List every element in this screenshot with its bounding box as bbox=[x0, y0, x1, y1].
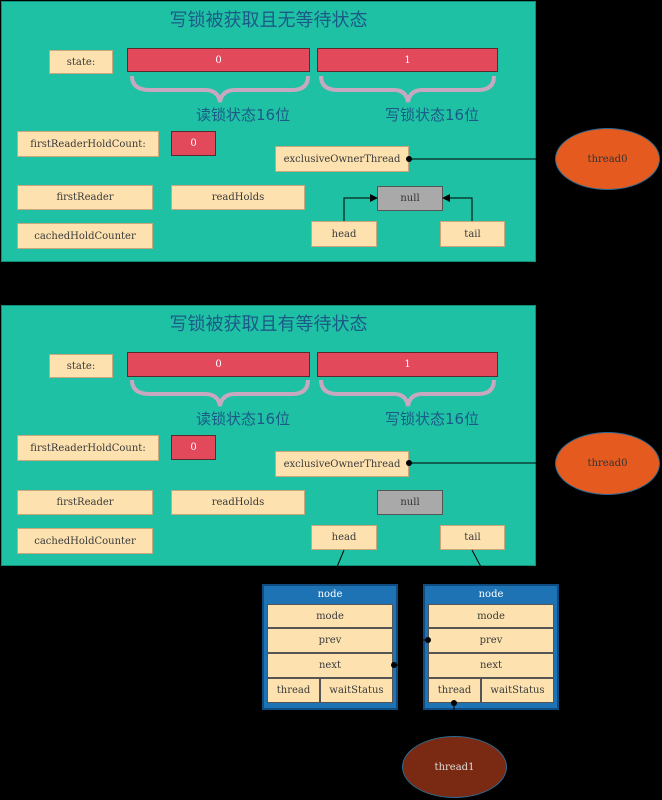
node-title: node bbox=[478, 589, 504, 600]
state-write-bits: 1 bbox=[317, 352, 498, 377]
state-label: state: bbox=[49, 50, 113, 74]
tail-pointer: tail bbox=[440, 221, 505, 247]
cached-hold-counter-field: cachedHoldCounter bbox=[17, 528, 153, 554]
first-reader-hold-count-label: firstReaderHoldCount: bbox=[17, 435, 159, 461]
head-to-node-link bbox=[329, 549, 345, 585]
node-wait-status: waitStatus bbox=[320, 678, 393, 703]
head-pointer: head bbox=[311, 525, 377, 550]
node-thread: thread bbox=[267, 678, 320, 703]
first-reader-hold-count-label: firstReaderHoldCount: bbox=[17, 131, 159, 157]
head-to-null-arrow bbox=[343, 194, 378, 221]
state-write-bits: 1 bbox=[317, 48, 498, 72]
state-read-bits: 0 bbox=[127, 48, 310, 72]
head-pointer: head bbox=[311, 221, 377, 247]
node-wait-status: waitStatus bbox=[481, 678, 554, 703]
write-bits-brace-label: 写锁状态16位 bbox=[385, 106, 480, 124]
write-bits-brace-label: 写锁状态16位 bbox=[385, 410, 480, 428]
read-holds-field: readHolds bbox=[171, 490, 305, 515]
read-holds-field: readHolds bbox=[171, 185, 305, 210]
first-reader-hold-count-value: 0 bbox=[171, 131, 216, 156]
exclusive-owner-thread-field: exclusiveOwnerThread bbox=[275, 451, 409, 477]
panel2-title: 写锁被获取且有等待状态 bbox=[169, 314, 368, 335]
thread0-owner: thread0 bbox=[555, 432, 660, 495]
panel1-title: 写锁被获取且无等待状态 bbox=[169, 10, 368, 31]
null-node: null bbox=[377, 186, 443, 211]
read-bits-brace bbox=[130, 379, 310, 407]
write-bits-brace bbox=[319, 75, 496, 103]
thread1-waiting: thread1 bbox=[402, 736, 507, 798]
first-reader-field: firstReader bbox=[17, 490, 153, 515]
first-reader-hold-count-value: 0 bbox=[171, 435, 216, 460]
first-reader-field: firstReader bbox=[17, 185, 153, 210]
node-prev: prev bbox=[428, 628, 554, 653]
state-label: state: bbox=[49, 354, 113, 378]
node-title: node bbox=[317, 589, 343, 600]
exclusive-owner-thread-field: exclusiveOwnerThread bbox=[275, 146, 409, 172]
node-next: next bbox=[428, 653, 554, 678]
thread0-owner: thread0 bbox=[555, 128, 660, 190]
node-mode: mode bbox=[428, 604, 554, 628]
null-node: null bbox=[377, 490, 443, 515]
node-prev: prev bbox=[267, 628, 393, 653]
tail-to-node-link bbox=[471, 549, 491, 585]
node-mode: mode bbox=[267, 604, 393, 628]
cached-hold-counter-field: cachedHoldCounter bbox=[17, 223, 153, 249]
node-next: next bbox=[267, 653, 393, 678]
tail-pointer: tail bbox=[440, 525, 505, 550]
read-bits-brace bbox=[130, 75, 310, 103]
state-read-bits: 0 bbox=[127, 352, 310, 377]
read-bits-brace-label: 读锁状态16位 bbox=[196, 410, 291, 428]
write-bits-brace bbox=[319, 379, 496, 407]
read-bits-brace-label: 读锁状态16位 bbox=[196, 106, 291, 124]
tail-to-null-arrow bbox=[442, 194, 473, 221]
